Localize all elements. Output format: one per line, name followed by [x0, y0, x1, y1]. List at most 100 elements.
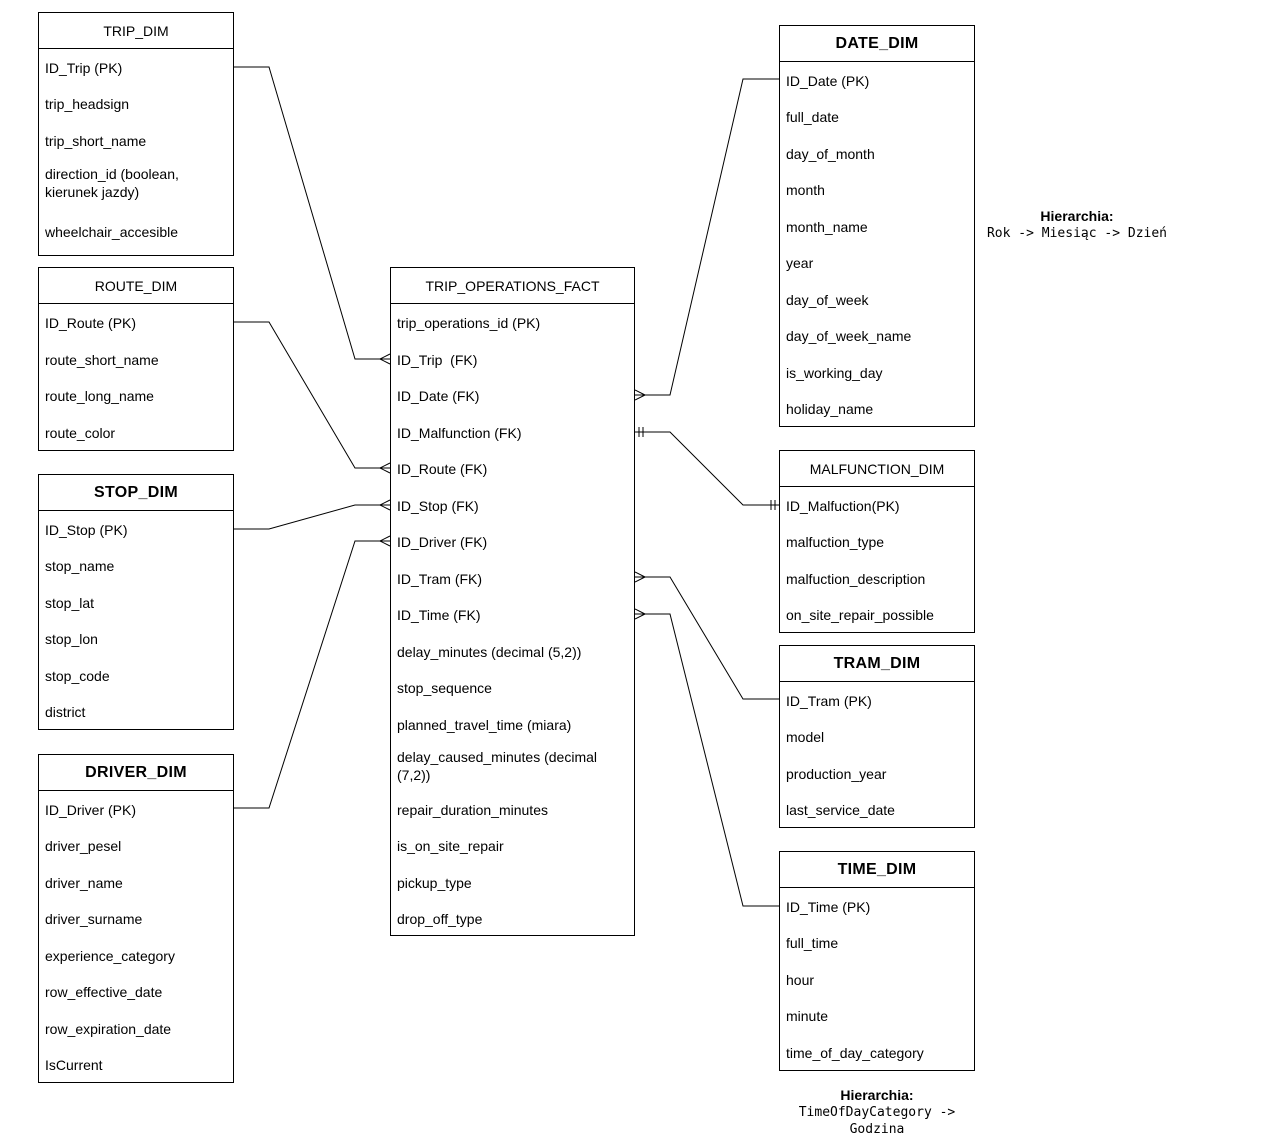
- attribute: district: [45, 704, 86, 720]
- attribute: model: [786, 729, 825, 745]
- entity-title: STOP_DIM: [39, 475, 233, 511]
- note-text: TimeOfDayCategory -> Godzina: [798, 1105, 956, 1137]
- attribute: route_color: [45, 425, 116, 441]
- attribute: day_of_week_name: [786, 328, 912, 344]
- entity-stop-dim[interactable]: STOP_DIM ID_Stop (PK) stop_name stop_lat…: [38, 474, 234, 730]
- entity-title: DATE_DIM: [780, 26, 974, 62]
- attribute: trip_short_name: [45, 133, 147, 149]
- attribute: ID_Time (PK): [786, 899, 871, 915]
- crows-foot-mark: [379, 540, 391, 547]
- entity-trip-dim[interactable]: TRIP_DIM ID_Trip (PK) trip_headsign trip…: [38, 12, 234, 256]
- link-route: [234, 321, 390, 469]
- attribute: trip_operations_id (PK): [397, 315, 541, 331]
- link-time: [635, 613, 779, 907]
- attribute: ID_Route (FK): [397, 461, 488, 477]
- entity-trip-operations-fact[interactable]: TRIP_OPERATIONS_FACT trip_operations_id …: [390, 267, 635, 936]
- attribute: row_effective_date: [45, 984, 163, 1000]
- attribute: on_site_repair_possible: [786, 607, 934, 623]
- attribute: is_working_day: [786, 365, 883, 381]
- entity-malfunction-dim[interactable]: MALFUNCTION_DIM ID_Malfuction(PK) malfuc…: [779, 450, 975, 633]
- crows-foot-mark: [379, 535, 391, 542]
- link-date: [635, 78, 779, 396]
- entity-title: DRIVER_DIM: [39, 755, 233, 791]
- attribute: ID_Driver (FK): [397, 534, 488, 550]
- entity-time-dim[interactable]: TIME_DIM ID_Time (PK) full_time hour min…: [779, 851, 975, 1071]
- attribute: driver_surname: [45, 911, 143, 927]
- attribute: ID_Route (PK): [45, 315, 137, 331]
- entity-title: ROUTE_DIM: [39, 268, 233, 304]
- attribute: delay_caused_minutes (decimal (7,2)): [397, 749, 597, 783]
- attribute: planned_travel_time (miara): [397, 717, 572, 733]
- crows-foot-mark: [634, 608, 646, 615]
- crows-foot-mark: [379, 504, 391, 511]
- entity-route-dim[interactable]: ROUTE_DIM ID_Route (PK) route_short_name…: [38, 267, 234, 451]
- attribute: ID_Malfunction (FK): [397, 425, 522, 441]
- link-stop: [234, 504, 390, 530]
- attribute: ID_Date (PK): [786, 73, 870, 89]
- time-hierarchy-note: Hierarchia: TimeOfDayCategory -> Godzina: [779, 1086, 975, 1138]
- attribute: malfuction_type: [786, 534, 885, 550]
- entity-title: TRIP_OPERATIONS_FACT: [391, 268, 634, 304]
- attribute: day_of_month: [786, 146, 875, 162]
- crows-foot-mark: [634, 571, 646, 578]
- attribute: full_date: [786, 109, 839, 125]
- crows-foot-mark: [379, 462, 391, 469]
- attribute: ID_Tram (PK): [786, 693, 872, 709]
- attribute: day_of_week: [786, 292, 869, 308]
- crows-foot-mark: [634, 576, 646, 583]
- entity-driver-dim[interactable]: DRIVER_DIM ID_Driver (PK) driver_pesel d…: [38, 754, 234, 1083]
- entity-tram-dim[interactable]: TRAM_DIM ID_Tram (PK) model production_y…: [779, 645, 975, 828]
- attribute: time_of_day_category: [786, 1045, 924, 1061]
- attribute: ID_Stop (PK): [45, 522, 128, 538]
- attribute: stop_lat: [45, 595, 95, 611]
- attribute: drop_off_type: [397, 911, 483, 927]
- attribute: pickup_type: [397, 875, 472, 891]
- attribute: route_short_name: [45, 352, 159, 368]
- attribute: ID_Time (FK): [397, 607, 481, 623]
- attribute: IsCurrent: [45, 1057, 103, 1073]
- attribute: delay_minutes (decimal (5,2)): [397, 644, 582, 660]
- attribute: wheelchair_accesible: [45, 224, 179, 240]
- date-hierarchy-note: Hierarchia: Rok -> Miesiąc -> Dzień: [980, 207, 1174, 242]
- attribute: repair_duration_minutes: [397, 802, 548, 818]
- attribute: production_year: [786, 766, 887, 782]
- attribute: stop_code: [45, 668, 110, 684]
- attribute: last_service_date: [786, 802, 895, 818]
- attribute: stop_lon: [45, 631, 98, 647]
- crows-foot-mark: [634, 394, 646, 401]
- entity-title: TRIP_DIM: [39, 13, 233, 49]
- entity-date-dim[interactable]: DATE_DIM ID_Date (PK) full_date day_of_m…: [779, 25, 975, 427]
- attribute: trip_headsign: [45, 96, 130, 112]
- attribute: driver_name: [45, 875, 123, 891]
- attribute: row_expiration_date: [45, 1021, 172, 1037]
- attribute: ID_Trip (FK): [397, 352, 478, 368]
- attribute: minute: [786, 1008, 829, 1024]
- attribute: month: [786, 182, 825, 198]
- link-trip: [234, 66, 390, 360]
- attribute: ID_Trip (PK): [45, 60, 123, 76]
- attribute: ID_Date (FK): [397, 388, 480, 404]
- link-malfunction: [635, 431, 779, 506]
- entity-title: MALFUNCTION_DIM: [780, 451, 974, 487]
- note-text: Rok -> Miesiąc -> Dzień: [986, 226, 1167, 241]
- attribute: direction_id (boolean, kierunek jazdy): [45, 166, 179, 200]
- attribute: ID_Driver (PK): [45, 802, 137, 818]
- crows-foot-mark: [379, 499, 391, 506]
- crows-foot-mark: [379, 467, 391, 474]
- attribute: experience_category: [45, 948, 175, 964]
- attribute: malfuction_description: [786, 571, 926, 587]
- attribute: ID_Tram (FK): [397, 571, 483, 587]
- crows-foot-mark: [379, 353, 391, 360]
- link-tram: [635, 576, 779, 700]
- crows-foot-mark: [379, 358, 391, 365]
- attribute: stop_name: [45, 558, 115, 574]
- attribute: full_time: [786, 935, 839, 951]
- attribute: hour: [786, 972, 815, 988]
- attribute: ID_Malfuction(PK): [786, 498, 900, 514]
- note-title: Hierarchia:: [1040, 208, 1114, 224]
- attribute: driver_pesel: [45, 838, 122, 854]
- entity-title: TRAM_DIM: [780, 646, 974, 682]
- attribute: route_long_name: [45, 388, 154, 404]
